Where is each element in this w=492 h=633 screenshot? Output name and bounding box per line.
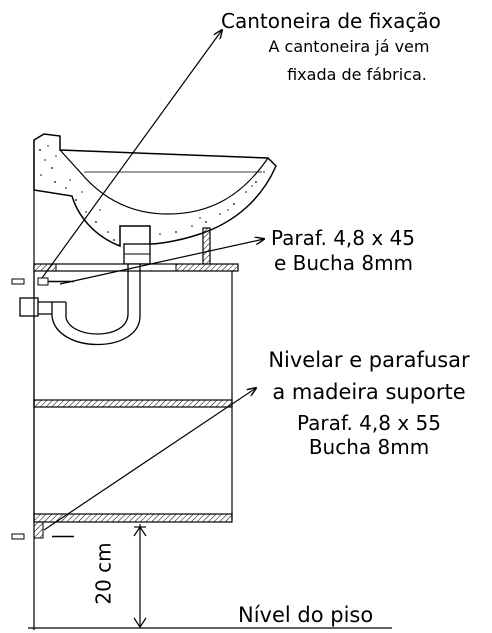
top-screw bbox=[11, 277, 74, 286]
bottom-screw-label-line1: Paraf. 4,8 x 55 bbox=[296, 411, 441, 435]
p-trap bbox=[19, 264, 141, 345]
level-instruction-line1: Nivelar e parafusar bbox=[268, 348, 470, 372]
mounting-bracket bbox=[202, 227, 211, 267]
wash-basin bbox=[33, 133, 277, 248]
floor-level-label: Nível do piso bbox=[238, 603, 374, 627]
leader-bottom-screw-label bbox=[43, 388, 256, 531]
leader-bracket-label bbox=[41, 30, 222, 279]
basin-section bbox=[33, 133, 277, 248]
height-dimension-label: 20 cm bbox=[91, 542, 116, 605]
height-dimension bbox=[133, 524, 147, 629]
bracket-title: Cantoneira de fixação bbox=[221, 9, 441, 33]
support-wood-block bbox=[33, 521, 44, 539]
bracket-note-line2: fixada de fábrica. bbox=[287, 65, 427, 84]
support-wood bbox=[33, 513, 233, 523]
top-screw-label-line2: e Bucha 8mm bbox=[274, 251, 414, 275]
leader-top-screw-label bbox=[59, 239, 264, 285]
top-screw-label-line1: Paraf. 4,8 x 45 bbox=[271, 226, 416, 250]
concrete-speckle bbox=[39, 145, 265, 241]
level-instruction-line2: a madeira suporte bbox=[272, 380, 466, 404]
bottom-screw-label-line2: Bucha 8mm bbox=[308, 435, 430, 459]
drain-spout bbox=[123, 243, 151, 265]
cabinet-body bbox=[33, 271, 233, 539]
bottom-screw bbox=[11, 533, 74, 540]
bracket-note-line1: A cantoneira já vem bbox=[268, 37, 430, 56]
basin-inner-bowl bbox=[59, 149, 269, 215]
middle-shelf bbox=[33, 399, 233, 408]
